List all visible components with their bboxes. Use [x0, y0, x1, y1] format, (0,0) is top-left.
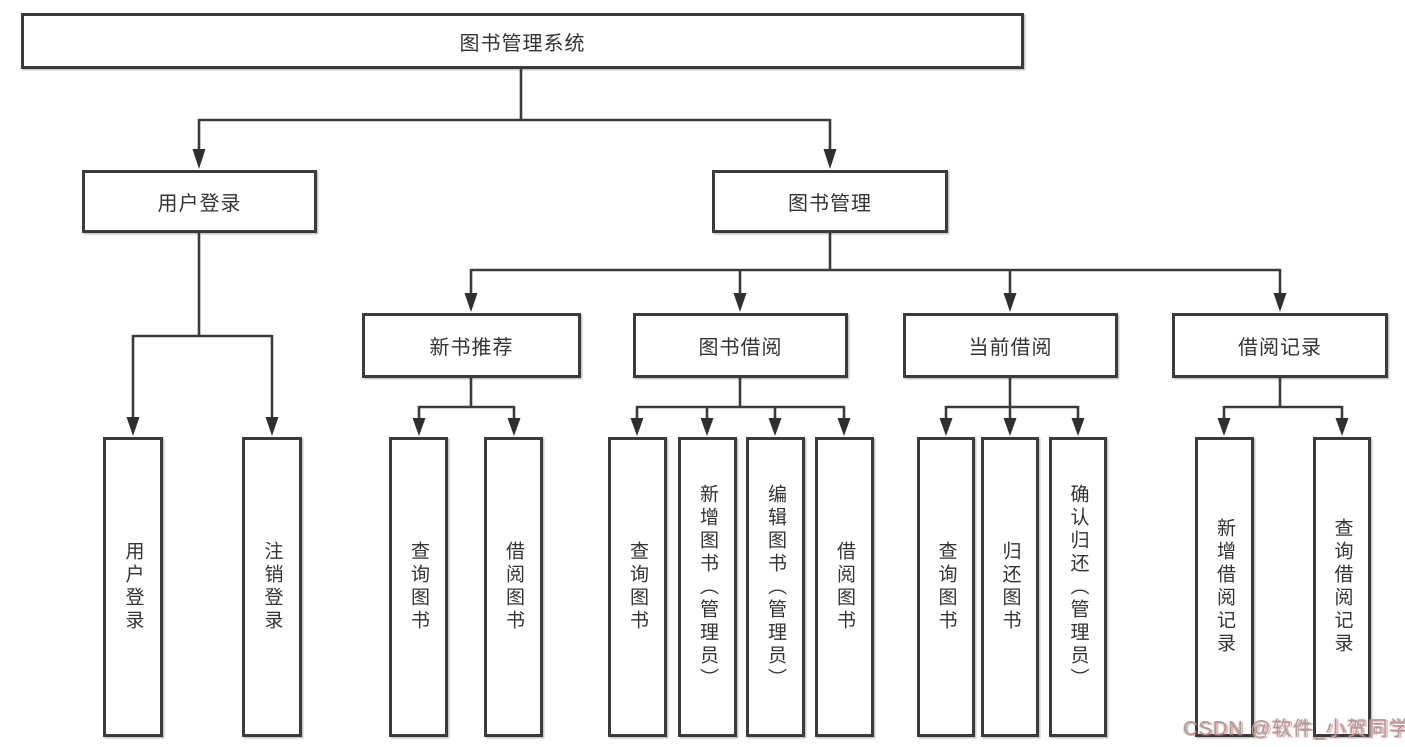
node-label: 查询借阅记录 — [1331, 518, 1353, 656]
new-book-connectors — [412, 378, 521, 436]
node-label: 图书管理 — [788, 193, 872, 215]
node-label: 查询图书 — [935, 541, 957, 633]
node-label: 编辑图书（管理员） — [765, 483, 786, 691]
watermark: CSDN @软件_小贺同学 — [1183, 718, 1405, 740]
node-label: 查询图书 — [627, 541, 648, 633]
node-leaf-add-borrow-record: 新增借阅记录 — [1195, 437, 1254, 737]
node-leaf-query-books-newbook: 查询图书 — [389, 437, 448, 737]
node-new-book-recommend-section: 新书推荐 — [362, 313, 581, 378]
node-leaf-return-books: 归还图书 — [981, 437, 1039, 737]
node-label: 借阅图书 — [834, 541, 855, 633]
node-leaf-edit-books-admin: 编辑图书（管理员） — [746, 437, 805, 737]
node-leaf-add-books-admin: 新增图书（管理员） — [678, 437, 737, 737]
node-label: 新增图书（管理员） — [697, 483, 718, 691]
node-label: 图书借阅 — [698, 337, 783, 359]
node-book-borrow-section: 图书借阅 — [633, 313, 848, 378]
node-label: 查询图书 — [408, 541, 429, 633]
node-leaf-borrow-books-newbook: 借阅图书 — [484, 437, 543, 737]
node-borrow-records-section: 借阅记录 — [1172, 313, 1388, 378]
node-leaf-query-borrow-record: 查询借阅记录 — [1313, 437, 1371, 737]
node-label: 当前借阅 — [968, 337, 1053, 359]
node-leaf-query-books-borrow: 查询图书 — [608, 437, 667, 737]
node-current-borrow-section: 当前借阅 — [903, 313, 1118, 378]
borrow-connectors — [630, 378, 851, 436]
node-label: 图书管理系统 — [459, 32, 586, 55]
node-leaf-user-login: 用户登录 — [103, 437, 163, 737]
records-connectors — [1217, 378, 1349, 436]
book-mgmt-connectors — [464, 233, 1287, 312]
node-leaf-borrow-books: 借阅图书 — [815, 437, 874, 737]
node-leaf-query-books-current: 查询图书 — [917, 437, 975, 737]
node-label: 新增借阅记录 — [1214, 518, 1235, 656]
node-label: 注销登录 — [261, 541, 283, 633]
node-label: 新书推荐 — [429, 337, 514, 359]
node-label: 确认归还（管理员） — [1067, 483, 1089, 691]
node-label: 用户登录 — [157, 193, 242, 215]
node-leaf-confirm-return-admin: 确认归还（管理员） — [1049, 437, 1107, 737]
node-book-management-branch: 图书管理 — [712, 170, 948, 233]
node-label: 借阅记录 — [1238, 337, 1322, 359]
node-library-system-root: 图书管理系统 — [21, 13, 1024, 69]
user-login-connectors — [126, 233, 279, 436]
current-connectors — [939, 378, 1085, 436]
node-leaf-logout: 注销登录 — [242, 437, 302, 737]
node-label: 借阅图书 — [503, 541, 524, 633]
node-user-login-branch: 用户登录 — [82, 170, 317, 233]
node-label: 用户登录 — [122, 541, 144, 633]
node-label: 归还图书 — [999, 541, 1021, 633]
root-connectors — [192, 69, 837, 169]
